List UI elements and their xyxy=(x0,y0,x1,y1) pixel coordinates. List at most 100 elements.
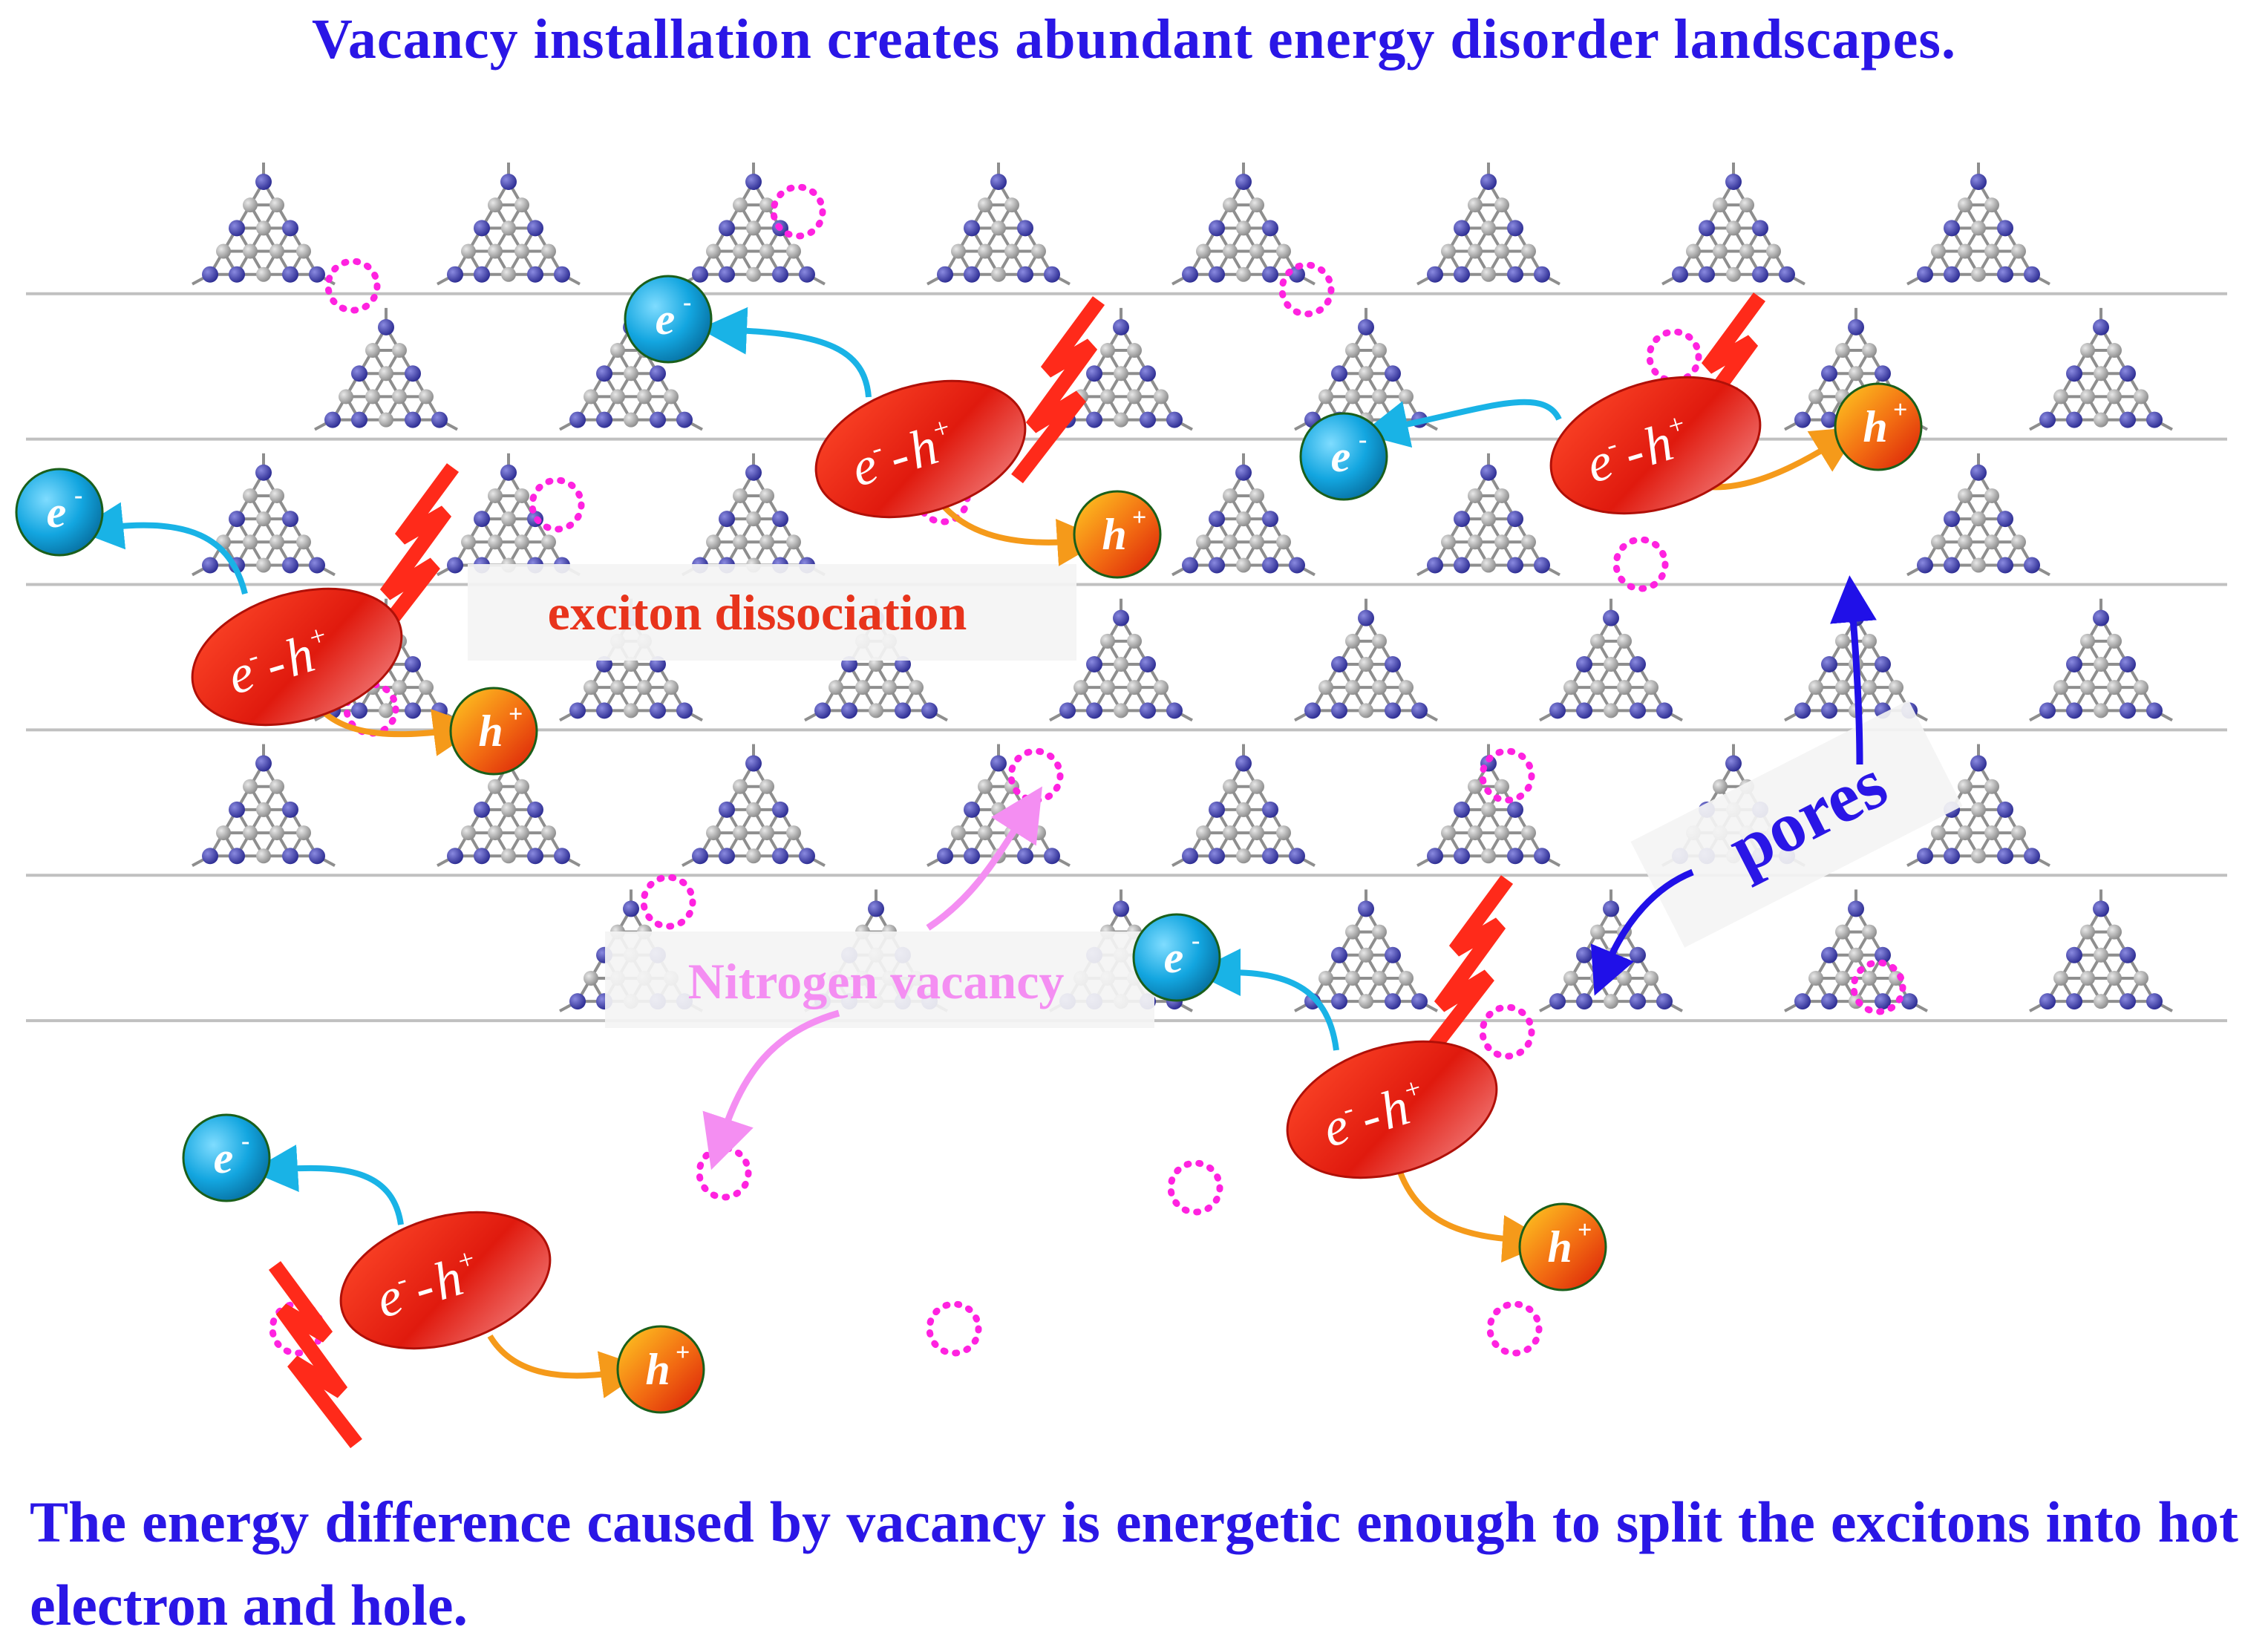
carbon-atom xyxy=(1984,243,1999,259)
nitrogen-atom xyxy=(1209,801,1225,818)
nitrogen-atom xyxy=(2039,993,2056,1010)
carbon-atom xyxy=(243,243,258,259)
nitrogen-atom xyxy=(596,702,612,719)
heptazine-unit xyxy=(2039,900,2163,1010)
exciton-ellipse: e--h+ xyxy=(1286,1040,1498,1179)
carbon-atom xyxy=(1494,779,1509,794)
carbon-atom xyxy=(2094,947,2108,963)
nitrogen-atom xyxy=(1997,848,2013,865)
carbon-atom xyxy=(379,366,393,382)
carbon-atom xyxy=(501,511,516,527)
nitrogen-atom xyxy=(1454,801,1470,818)
carbon-atom xyxy=(541,534,556,550)
carbon-atom xyxy=(461,825,476,841)
carbon-atom xyxy=(1862,343,1877,358)
exciton-group: e--h+e-h+ xyxy=(1299,292,1923,515)
nitrogen-atom xyxy=(527,848,543,865)
nitrogen-vacancy-label: Nitrogen vacancy xyxy=(688,953,1065,1009)
carbon-atom xyxy=(461,534,476,550)
nitrogen-atom xyxy=(2024,848,2040,865)
carbon-atom xyxy=(256,802,271,817)
carbon-atom xyxy=(256,511,271,527)
nitrogen-atom xyxy=(474,220,490,237)
nitrogen-vacancy-marker xyxy=(1278,261,1335,318)
carbon-atom xyxy=(1835,343,1850,358)
carbon-atom xyxy=(610,343,625,358)
nitrogen-atom xyxy=(1576,656,1592,673)
nitrogen-atom xyxy=(1454,220,1470,237)
carbon-atom xyxy=(1468,779,1483,794)
nitrogen-atom xyxy=(1289,848,1305,865)
carbon-atom xyxy=(1249,243,1264,259)
carbon-atom xyxy=(1223,534,1238,550)
carbon-atom xyxy=(786,534,801,550)
nitrogen-atom xyxy=(650,365,666,382)
carbon-atom xyxy=(1590,924,1605,940)
nitrogen-atom xyxy=(596,411,612,428)
nitrogen-atom xyxy=(1576,702,1592,719)
hole-charge: + xyxy=(1578,1217,1592,1244)
heptazine-unit xyxy=(202,174,325,283)
nitrogen-atom xyxy=(1603,900,1619,917)
electron-arrow xyxy=(76,502,248,595)
nitrogen-atom xyxy=(282,557,298,574)
carbon-atom xyxy=(746,802,761,817)
carbon-atom xyxy=(1196,243,1211,259)
nitrogen-atom xyxy=(2066,656,2082,673)
nitrogen-atom xyxy=(309,557,325,574)
carbon-atom xyxy=(978,197,993,213)
exciton-ellipse: e--h+ xyxy=(191,587,403,727)
carbon-atom xyxy=(1604,703,1618,718)
heptazine-unit xyxy=(937,174,1060,283)
nitrogen-atom xyxy=(2039,702,2056,719)
carbon-atom xyxy=(1236,220,1251,236)
carbon-atom xyxy=(1249,197,1264,213)
nitrogen-atom xyxy=(1630,993,1646,1010)
photon-bolt-icon xyxy=(1011,296,1105,484)
heptazine-unit xyxy=(1182,464,1305,574)
exciton-group: e--h+e-h+ xyxy=(15,463,538,776)
pores-arrow-up xyxy=(1830,575,1877,765)
nitrogen-atom xyxy=(1917,557,1933,574)
nitrogen-atom xyxy=(1507,801,1523,818)
hole: h+ xyxy=(449,687,538,776)
nitrogen-atom xyxy=(405,702,421,719)
nitrogen-atom xyxy=(1576,993,1592,1010)
nitrogen-atom xyxy=(1182,266,1198,283)
nitrogen-atom xyxy=(841,702,857,719)
carbon-atom xyxy=(1154,680,1169,695)
carbon-atom xyxy=(1984,534,1999,550)
nitrogen-atom xyxy=(2093,609,2109,626)
nitrogen-atom xyxy=(1672,266,1688,283)
carbon-atom xyxy=(269,243,284,259)
nitrogen-atom xyxy=(202,266,218,283)
carbon-atom xyxy=(1481,802,1496,817)
vacancy-label-box xyxy=(605,931,1154,1028)
carbon-atom xyxy=(1494,825,1509,841)
nitrogen-atom xyxy=(1970,755,1987,772)
nitrogen-atom xyxy=(2146,702,2163,719)
carbon-atom xyxy=(991,220,1006,236)
nitrogen-atom xyxy=(1821,702,1837,719)
nitrogen-atom xyxy=(474,848,490,865)
nitrogen-atom xyxy=(1630,702,1646,719)
nitrogen-atom xyxy=(1848,318,1864,335)
carbon-atom xyxy=(1971,220,1986,236)
carbon-atom xyxy=(501,266,516,282)
nitrogen-atom xyxy=(1262,848,1278,865)
nitrogen-atom xyxy=(623,900,639,917)
nitrogen-atom xyxy=(676,702,693,719)
nitrogen-atom xyxy=(1385,702,1401,719)
carbon-atom xyxy=(1971,511,1986,527)
nitrogen-atom xyxy=(202,557,218,574)
carbon-atom xyxy=(514,825,529,841)
carbon-atom xyxy=(1345,343,1360,358)
nitrogen-atom xyxy=(527,801,543,818)
nitrogen-atom xyxy=(1630,656,1646,673)
heptazine-unit xyxy=(202,464,325,574)
carbon-atom xyxy=(216,243,231,259)
nitrogen-atom xyxy=(2093,900,2109,917)
nitrogen-atom xyxy=(2120,411,2136,428)
exciton-group: e--h+e-h+ xyxy=(624,275,1162,579)
nitrogen-atom xyxy=(1794,411,1811,428)
